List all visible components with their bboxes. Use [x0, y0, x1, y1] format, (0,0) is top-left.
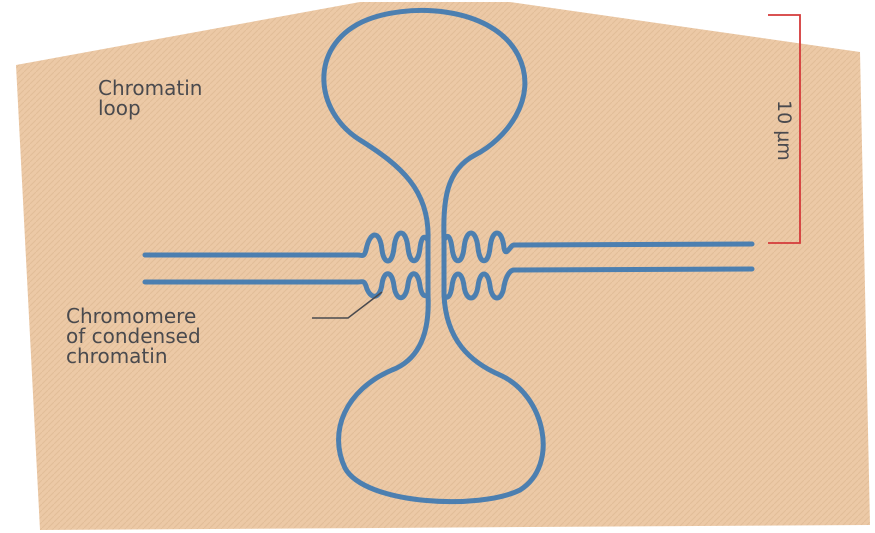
scale-label-container: 10 µm [755, 100, 815, 160]
chromomere-label: Chromomere of condensed chromatin [66, 306, 201, 366]
scale-label: 10 µm [773, 100, 795, 161]
chromatin-loop-label: Chromatin loop [98, 78, 202, 118]
